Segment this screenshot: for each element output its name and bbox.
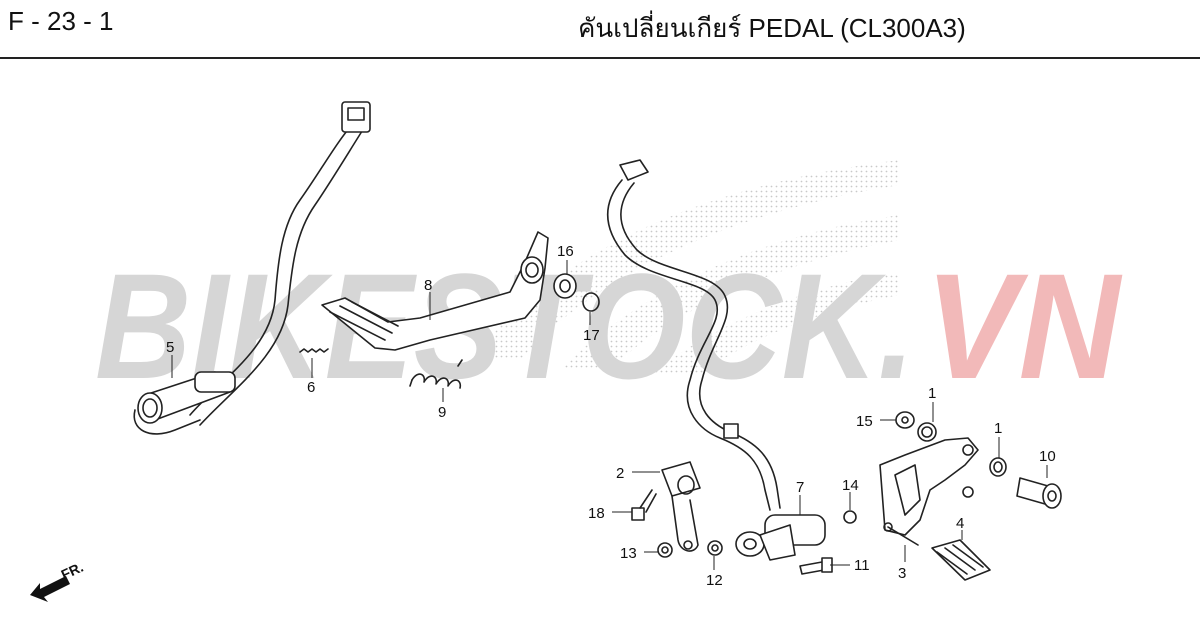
front-direction-arrow: FR. — [30, 559, 86, 602]
part-10-pivot-pin — [1016, 477, 1062, 509]
callout-8: 8 — [424, 277, 432, 294]
callout-17: 17 — [583, 327, 600, 344]
figure-code: F - 23 - 1 — [8, 6, 114, 36]
part-15-washer — [895, 411, 915, 429]
part-13-nut — [657, 542, 673, 558]
part-2-shift-arm — [661, 461, 701, 552]
callout-4: 4 — [956, 515, 964, 532]
callout-14: 14 — [842, 477, 859, 494]
part-18-bolt — [631, 489, 657, 521]
watermark-accent-text: VN — [925, 242, 1123, 410]
callout-1a: 1 — [928, 385, 936, 402]
callout-10: 10 — [1039, 448, 1056, 465]
part-1-seal-b — [989, 457, 1007, 477]
callout-3: 3 — [898, 565, 906, 582]
header-divider — [0, 57, 1200, 59]
part-11-bolt — [799, 557, 833, 575]
diagram-svg: BIKESTOCK. VN — [30, 101, 1123, 602]
callout-12: 12 — [706, 572, 723, 589]
part-17-circlip — [582, 292, 600, 312]
part-14-nut — [843, 510, 857, 524]
leader-lines — [171, 260, 1048, 570]
callout-13: 13 — [620, 545, 637, 562]
callout-7: 7 — [796, 479, 804, 496]
front-direction-label: FR. — [59, 559, 86, 583]
part-5-switch-harness — [133, 101, 371, 435]
diagram-header: F - 23 - 1 คันเปลี่ยนเกียร์ PEDAL (CL300… — [0, 0, 1200, 60]
part-1-seal-a — [917, 422, 937, 442]
callout-2: 2 — [616, 465, 624, 482]
parts-diagram: BIKESTOCK. VN — [0, 60, 1200, 622]
part-3-step-bracket — [879, 437, 979, 546]
part-6-small-spring — [299, 348, 329, 353]
part-8-gearshift-pedal — [321, 231, 549, 351]
callout-5: 5 — [166, 339, 174, 356]
callout-9: 9 — [438, 404, 446, 421]
part-7-shift-actuator — [606, 159, 826, 561]
diagram-title: คันเปลี่ยนเกียร์ PEDAL (CL300A3) — [578, 13, 966, 43]
callout-1b: 1 — [994, 420, 1002, 437]
part-12-washer — [707, 540, 723, 556]
part-4-footpeg-rubber — [931, 539, 991, 581]
callout-16: 16 — [557, 243, 574, 260]
callout-11: 11 — [854, 557, 870, 574]
callout-6: 6 — [307, 379, 315, 396]
callout-15: 15 — [856, 413, 873, 430]
part-9-return-spring — [409, 359, 463, 389]
callout-18: 18 — [588, 505, 605, 522]
part-16-washer — [553, 273, 577, 299]
